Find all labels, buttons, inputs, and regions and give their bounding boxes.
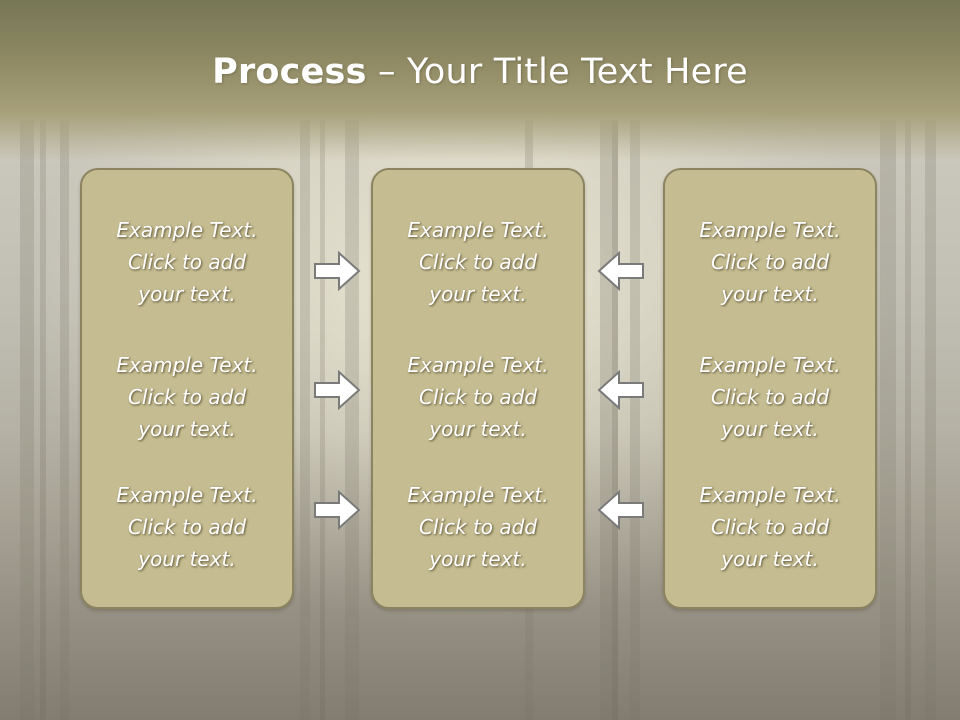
text-line: your text. [138, 282, 236, 306]
text-line: Example Text. [407, 353, 549, 377]
text-line: Example Text. [699, 218, 841, 242]
text-line: Example Text. [116, 353, 258, 377]
text-placeholder[interactable]: Example Text. Click to add your text. [82, 214, 292, 310]
text-line: Click to add [418, 250, 538, 274]
text-line: your text. [721, 417, 819, 441]
slide-title[interactable]: Process – Your Title Text Here [0, 52, 960, 92]
process-box-right[interactable]: Example Text. Click to add your text. Ex… [663, 168, 877, 609]
text-line: your text. [429, 417, 527, 441]
text-line: Example Text. [116, 483, 258, 507]
text-placeholder[interactable]: Example Text. Click to add your text. [665, 214, 875, 310]
text-placeholder[interactable]: Example Text. Click to add your text. [373, 349, 583, 445]
text-line: your text. [429, 547, 527, 571]
text-line: Click to add [710, 250, 830, 274]
arrow-left-icon[interactable] [597, 251, 645, 291]
text-line: your text. [721, 547, 819, 571]
text-line: Click to add [710, 515, 830, 539]
process-box-left[interactable]: Example Text. Click to add your text. Ex… [80, 168, 294, 609]
text-line: Example Text. [116, 218, 258, 242]
text-line: Example Text. [407, 218, 549, 242]
text-placeholder[interactable]: Example Text. Click to add your text. [373, 214, 583, 310]
text-line: Click to add [418, 385, 538, 409]
text-line: Example Text. [699, 483, 841, 507]
text-placeholder[interactable]: Example Text. Click to add your text. [82, 479, 292, 575]
title-band [0, 0, 960, 160]
text-line: your text. [138, 417, 236, 441]
text-placeholder[interactable]: Example Text. Click to add your text. [373, 479, 583, 575]
title-bold: Process [212, 52, 367, 92]
text-line: Click to add [127, 515, 247, 539]
text-line: Click to add [710, 385, 830, 409]
text-placeholder[interactable]: Example Text. Click to add your text. [665, 479, 875, 575]
process-box-center[interactable]: Example Text. Click to add your text. Ex… [371, 168, 585, 609]
text-line: Click to add [127, 385, 247, 409]
text-line: your text. [429, 282, 527, 306]
text-line: Example Text. [699, 353, 841, 377]
text-line: your text. [721, 282, 819, 306]
text-line: Click to add [418, 515, 538, 539]
text-line: your text. [138, 547, 236, 571]
text-placeholder[interactable]: Example Text. Click to add your text. [82, 349, 292, 445]
arrow-right-icon[interactable] [313, 251, 361, 291]
text-line: Example Text. [407, 483, 549, 507]
arrow-right-icon[interactable] [313, 490, 361, 530]
title-rest: – Your Title Text Here [366, 52, 748, 92]
text-placeholder[interactable]: Example Text. Click to add your text. [665, 349, 875, 445]
text-line: Click to add [127, 250, 247, 274]
arrow-left-icon[interactable] [597, 490, 645, 530]
arrow-left-icon[interactable] [597, 370, 645, 410]
arrow-right-icon[interactable] [313, 370, 361, 410]
